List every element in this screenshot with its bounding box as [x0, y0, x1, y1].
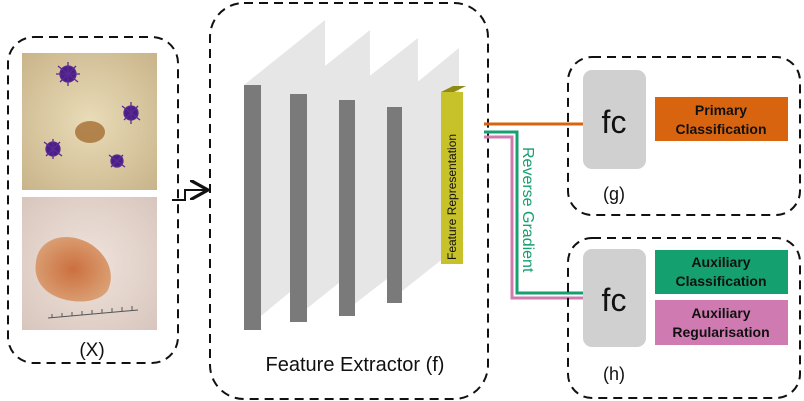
auxiliary-regularisation-box [655, 300, 788, 345]
auxiliary-classification-line2: Classification [675, 273, 766, 289]
skin-image-dermoscopic [22, 53, 157, 190]
auxiliary-classification-line1: Auxiliary [691, 254, 750, 270]
primary-fc-box [583, 70, 646, 169]
input-arrow [172, 190, 206, 201]
primary-classification-line2: Classification [675, 121, 766, 137]
reverse-gradient-link-green [484, 130, 588, 295]
primary-classification-box [655, 97, 788, 141]
input-label: (X) [79, 340, 104, 361]
auxiliary-regularisation-line2: Regularisation [672, 324, 769, 340]
feature-representation-label: Feature Representation [445, 134, 459, 260]
reverse-gradient-link-pink [484, 135, 588, 300]
primary-head-panel [567, 56, 801, 216]
primary-group-label: (g) [603, 184, 625, 204]
primary-fc-label: fc [602, 104, 627, 140]
skin-image-clinical [22, 197, 157, 330]
auxiliary-classification-box [655, 250, 788, 294]
auxiliary-group-label: (h) [603, 364, 625, 384]
primary-classification-line1: Primary [695, 102, 747, 118]
auxiliary-fc-box [583, 249, 646, 347]
extractor-panel [209, 2, 489, 400]
auxiliary-regularisation-line1: Auxiliary [691, 305, 750, 321]
reverse-gradient-label: Reverse Gradient [519, 147, 536, 273]
feature-representation: Feature Representation [441, 86, 466, 264]
auxiliary-fc-label: fc [602, 282, 627, 318]
auxiliary-head-panel [567, 237, 801, 399]
input-panel [7, 36, 179, 364]
extractor-label: Feature Extractor (f) [266, 354, 445, 376]
